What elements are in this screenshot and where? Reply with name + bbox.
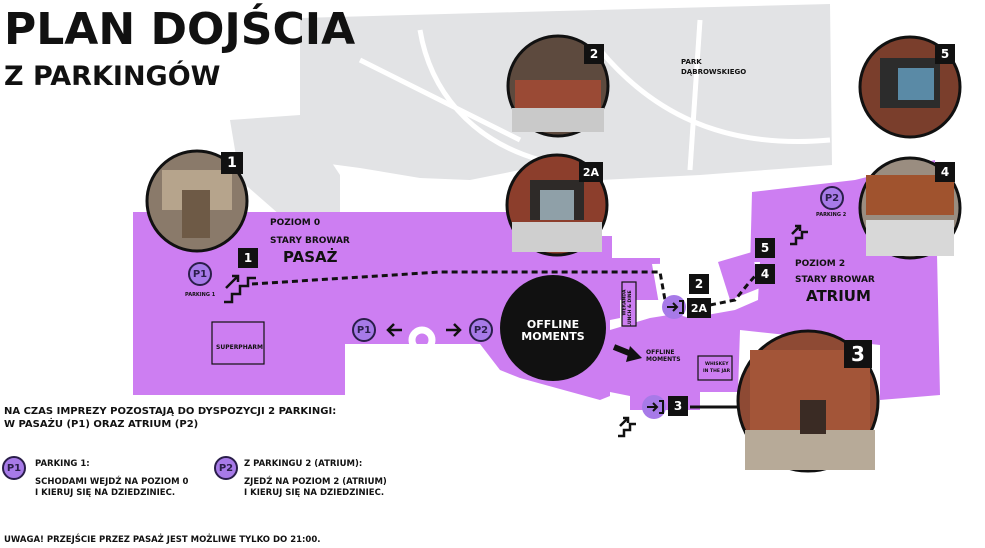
photo-marker-4: 4 [935,162,955,182]
photo-marker-2: 2 [584,44,604,64]
marker-2: 2 [689,274,709,294]
photo-marker-2a: 2A [579,162,603,182]
route-dashed-atrium [709,275,757,307]
area-label-pasaz: PASAŻ [283,248,338,266]
offline-moments-small: OFFLINE [646,349,675,356]
marker-2a: 2A [687,298,711,318]
legend-p1-desc: SCHODAMI WEJDŹ NA POZIOM 0 [35,477,189,487]
parking1-caption: PARKING 1 [185,292,216,298]
building-label-atrium: STARY BROWAR [795,275,875,285]
marker-1: 1 [238,248,258,268]
info-heading: NA CZAS IMPREZY POZOSTAJĄ DO DYSPOZYCJI … [4,406,337,417]
photo-marker-1: 1 [221,152,243,174]
superpharm-box [211,321,265,365]
photo-4 [858,156,962,260]
area-label-atrium: ATRIUM [806,287,871,305]
offline-moments-label-2: MOMENTS [521,330,585,343]
parking2-caption: PARKING 2 [816,212,847,218]
photo-2 [506,34,610,138]
whiskey-label: WHISKEY [705,362,729,367]
park-paths [358,19,831,171]
legend-p2-title: Z PARKINGU 2 (ATRIUM): [244,459,363,469]
stairs-icon [224,274,256,304]
building-atrium [610,160,940,410]
parking-badge-p1-center: P1 [352,318,376,342]
offline-moments-label: OFFLINE [526,318,580,331]
marker-3: 3 [668,396,688,416]
level-label-atrium: POZIOM 2 [795,259,846,269]
park-area-left [230,115,340,215]
marker-5: 5 [755,238,775,258]
legend-p1-desc-2: I KIERUJ SIĘ NA DZIEDZINIEC. [35,488,176,498]
parking-badge-p2: P2 [820,186,844,210]
walkways [349,326,492,396]
whiskey-box [697,355,733,381]
legend-p2-badge: P2 [214,456,238,480]
info-heading-2: W PASAŻU (P1) ORAZ ATRIUM (P2) [4,419,199,430]
stairs-icon-3 [618,416,636,438]
photo-marker-5: 5 [935,44,955,64]
legend-p1-title: PARKING 1: [35,459,90,469]
legend-p1-badge: P1 [2,456,26,480]
legend-p2-desc-2: I KIERUJ SIĘ NA DZIEDZINIEC. [244,488,385,498]
photo-marker-3: 3 [844,340,872,368]
page-title: PLAN DOJŚCIA [4,4,356,55]
park-label-2: DĄBROWSKIEGO [681,68,747,76]
legend-p2-desc: ZJEDŹ NA POZIOM 2 (ATRIUM) [244,477,387,487]
arrow-right [446,323,462,337]
enter-icon [647,300,684,414]
weranda-label: WERANDA [622,289,628,316]
courtyard-wedge [718,252,760,300]
weranda-label-2: LUNCH & DINE [627,290,633,327]
parking-badge-p2-center: P2 [469,318,493,342]
page-subtitle: Z PARKINGÓW [4,61,221,92]
park-label: PARK [681,58,702,66]
superpharm-label: SUPERPHARM [216,344,263,351]
photo-1 [145,149,249,253]
weranda-box [621,281,637,327]
whiskey-label-2: IN THE JAR [703,369,731,374]
building-label-pasaz: STARY BROWAR [270,236,350,246]
stairs-icon-p2 [790,224,808,246]
warning-text: UWAGA! PRZEJŚCIE PRZEZ PASAŻ JEST MOŻLIW… [4,535,321,545]
route-dashed [251,270,667,301]
marker-4: 4 [755,264,775,284]
level-label-pasaz: POZIOM 0 [270,218,321,228]
arrow-left [386,323,402,337]
parking-badge-p1: P1 [188,262,212,286]
offline-moments-circle [500,275,606,381]
offline-moments-small-2: MOMENTS [646,356,681,363]
